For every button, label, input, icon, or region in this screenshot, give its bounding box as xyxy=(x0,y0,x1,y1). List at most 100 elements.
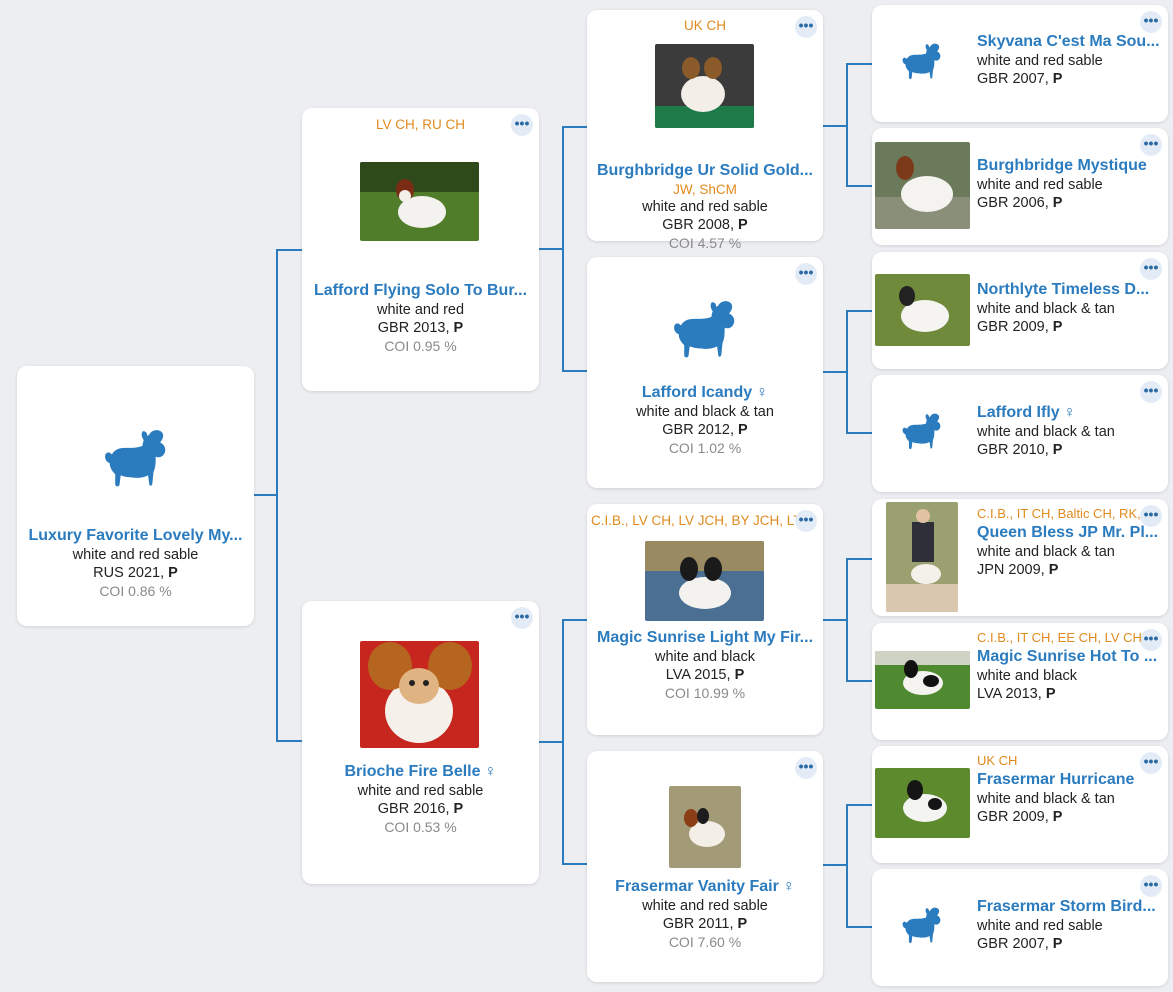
dog-details: UK CH Frasermar Hurricane white and blac… xyxy=(977,752,1162,826)
dog-photo[interactable] xyxy=(645,541,764,621)
great-grandparent-card[interactable]: ••• Frasermar Storm Bird... white and re… xyxy=(872,869,1168,986)
great-grandparent-card[interactable]: ••• C.I.B., IT CH, EE CH, LV CH Magic Su… xyxy=(872,623,1168,740)
dog-origin: GBR 2006, P xyxy=(977,195,1063,211)
dog-photo[interactable] xyxy=(886,502,958,612)
papillon-silhouette-icon xyxy=(900,411,944,455)
dog-titles: UK CH xyxy=(977,753,1018,768)
dog-photo[interactable] xyxy=(669,786,741,868)
dog-photo[interactable] xyxy=(875,142,970,229)
more-options-button[interactable]: ••• xyxy=(795,16,817,38)
papillon-silhouette-icon xyxy=(101,426,171,496)
connector xyxy=(823,619,847,621)
more-options-button[interactable]: ••• xyxy=(795,757,817,779)
subject-card[interactable]: Luxury Favorite Lovely My... white and r… xyxy=(17,366,254,626)
grandparent-card[interactable]: ••• Frasermar Vanity Fair♀ white and red… xyxy=(587,751,823,982)
dog-photo[interactable] xyxy=(360,641,479,748)
dog-photo[interactable] xyxy=(875,768,970,838)
great-grandparent-card[interactable]: ••• C.I.B., IT CH, Baltic CH, RK, Queen … xyxy=(872,499,1168,616)
dog-color: white and red sable xyxy=(357,783,484,799)
subject-name[interactable]: Luxury Favorite Lovely My... xyxy=(28,527,243,544)
connector xyxy=(539,741,563,743)
great-grandparent-card[interactable]: ••• Skyvana C'est Ma Sou... white and re… xyxy=(872,5,1168,122)
dog-origin: GBR 2016, P xyxy=(377,801,464,817)
dog-coi: COI 7.60 % xyxy=(668,934,742,950)
dog-coi: COI 0.95 % xyxy=(384,338,457,354)
dog-name[interactable]: Lafford Flying Solo To Bur... xyxy=(313,282,528,299)
dog-name[interactable]: Burghbridge Ur Solid Gold... xyxy=(597,162,813,179)
dog-photo[interactable] xyxy=(655,44,754,128)
dog-titles: C.I.B., IT CH, Baltic CH, RK, xyxy=(977,506,1141,521)
parent-card-sire[interactable]: ••• LV CH, RU CH Lafford Flying Solo To … xyxy=(302,108,539,391)
more-options-button[interactable]: ••• xyxy=(1140,875,1162,897)
grandparent-card[interactable]: ••• Lafford Icandy♀ white and black & ta… xyxy=(587,257,823,488)
connector xyxy=(846,558,848,682)
dog-origin: GBR 2008, P xyxy=(662,217,748,233)
great-grandparent-card[interactable]: ••• UK CH Frasermar Hurricane white and … xyxy=(872,746,1168,863)
more-options-button[interactable]: ••• xyxy=(1140,11,1162,33)
dog-name[interactable]: Northlyte Timeless D... xyxy=(977,281,1150,298)
female-icon: ♀ xyxy=(1063,404,1076,421)
dog-name[interactable]: Lafford Ifly♀ xyxy=(977,404,1076,421)
dog-name[interactable]: Magic Sunrise Hot To ... xyxy=(977,648,1158,665)
connector xyxy=(823,125,847,127)
subject-origin: RUS 2021, P xyxy=(93,565,178,581)
dog-name[interactable]: Brioche Fire Belle♀ xyxy=(344,763,497,780)
more-options-button[interactable]: ••• xyxy=(1140,381,1162,403)
dog-name[interactable]: Magic Sunrise Light My Fir... xyxy=(596,629,814,646)
dog-photo[interactable] xyxy=(875,651,970,709)
dog-sub-titles: JW, ShCM xyxy=(673,182,737,197)
connector xyxy=(562,126,564,372)
grandparent-card[interactable]: ••• C.I.B., LV CH, LV JCH, BY JCH, LT Ma… xyxy=(587,504,823,735)
more-options-button[interactable]: ••• xyxy=(1140,134,1162,156)
dog-photo[interactable] xyxy=(360,162,479,241)
dog-details: Lafford Ifly♀ white and black & tan GBR … xyxy=(977,403,1162,459)
papillon-silhouette-icon xyxy=(900,905,944,949)
great-grandparent-card[interactable]: ••• Burghbridge Mystique white and red s… xyxy=(872,128,1168,245)
dog-photo[interactable] xyxy=(875,274,970,346)
connector xyxy=(254,494,278,496)
more-options-button[interactable]: ••• xyxy=(511,114,533,136)
more-options-button[interactable]: ••• xyxy=(1140,505,1162,527)
connector xyxy=(562,619,587,621)
female-icon: ♀ xyxy=(756,384,769,401)
more-options-button[interactable]: ••• xyxy=(795,510,817,532)
connector xyxy=(846,804,872,806)
female-icon: ♀ xyxy=(782,878,795,895)
dog-color: white and black & tan xyxy=(977,544,1115,560)
more-options-button[interactable]: ••• xyxy=(1140,752,1162,774)
connector xyxy=(846,63,872,65)
dog-color: white and black & tan xyxy=(977,791,1115,807)
more-options-button[interactable]: ••• xyxy=(1140,258,1162,280)
dog-name[interactable]: Lafford Icandy♀ xyxy=(641,384,769,401)
connector xyxy=(846,185,872,187)
grandparent-card[interactable]: ••• UK CH Burghbridge Ur Solid Gold... J… xyxy=(587,10,823,251)
dog-color: white and black xyxy=(977,668,1077,684)
dog-color: white and black xyxy=(655,649,755,665)
more-options-button[interactable]: ••• xyxy=(1140,629,1162,651)
great-grandparent-card[interactable]: ••• Northlyte Timeless D... white and bl… xyxy=(872,252,1168,369)
connector xyxy=(539,248,563,250)
great-grandparent-card[interactable]: ••• Lafford Ifly♀ white and black & tan … xyxy=(872,375,1168,492)
dog-titles: LV CH, RU CH xyxy=(375,117,465,132)
connector xyxy=(276,740,302,742)
more-options-button[interactable]: ••• xyxy=(795,263,817,285)
more-options-button[interactable]: ••• xyxy=(511,607,533,629)
dog-origin: GBR 2013, P xyxy=(377,320,464,336)
dog-name[interactable]: Queen Bless JP Mr. Pl... xyxy=(977,524,1159,541)
connector xyxy=(846,310,848,434)
dog-coi: COI 4.57 % xyxy=(668,235,742,251)
connector xyxy=(846,804,848,928)
dog-name[interactable]: Frasermar Vanity Fair♀ xyxy=(615,878,795,895)
dog-titles: C.I.B., IT CH, EE CH, LV CH xyxy=(977,630,1142,645)
dog-origin: LVA 2015, P xyxy=(665,667,745,683)
parent-card-dam[interactable]: ••• Brioche Fire Belle♀ white and red sa… xyxy=(302,601,539,884)
dog-name[interactable]: Frasermar Storm Bird... xyxy=(977,898,1156,915)
connector xyxy=(823,371,847,373)
subject-coi: COI 0.86 % xyxy=(99,583,172,599)
dog-name[interactable]: Frasermar Hurricane xyxy=(977,771,1135,788)
dog-name[interactable]: Skyvana C'est Ma Sou... xyxy=(977,33,1160,50)
dog-origin: GBR 2012, P xyxy=(662,422,748,438)
female-icon: ♀ xyxy=(484,763,497,780)
dog-name[interactable]: Burghbridge Mystique xyxy=(977,157,1147,174)
connector xyxy=(846,432,872,434)
